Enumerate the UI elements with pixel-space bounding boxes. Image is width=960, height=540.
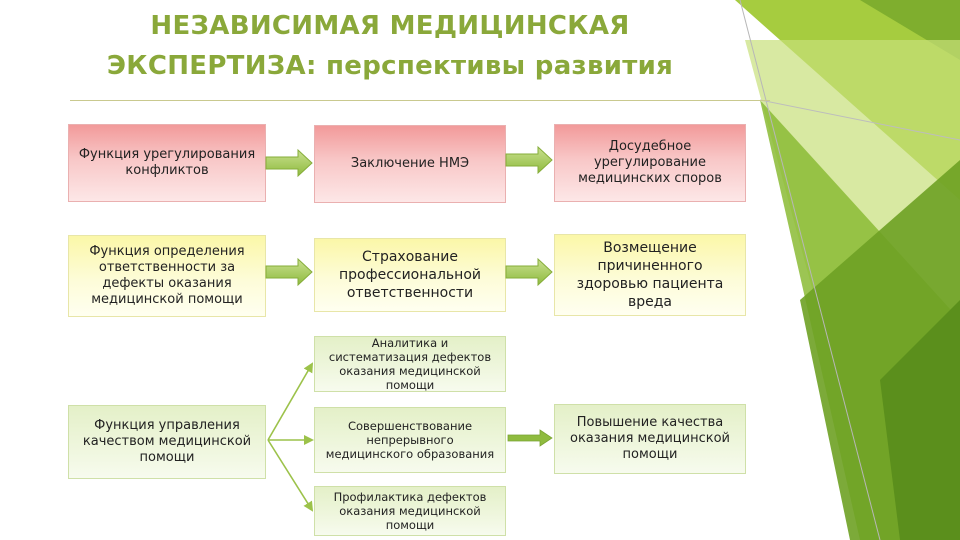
box-continuous-education: Совершенствование непрерывного медицинск… <box>314 407 506 473</box>
box-conflict-function: Функция урегулирования конфликтов <box>68 124 266 202</box>
title-divider <box>70 100 770 101</box>
box-quality-improvement: Повышение качества оказания медицинской … <box>554 404 746 474</box>
box-responsibility-function: Функция определения ответственности за д… <box>68 235 266 317</box>
box-quality-management-function: Функция управления качеством медицинской… <box>68 405 266 479</box>
box-harm-compensation: Возмещение причиненного здоровью пациент… <box>554 234 746 316</box>
box-nme-conclusion: Заключение НМЭ <box>314 125 506 203</box>
box-liability-insurance: Страхование профессиональной ответственн… <box>314 238 506 312</box>
box-pretrial-settlement: Досудебное урегулирование медицинских сп… <box>554 124 746 202</box>
page-title: НЕЗАВИСИМАЯ МЕДИЦИНСКАЯ ЭКСПЕРТИЗА: перс… <box>60 6 720 86</box>
box-defect-analytics: Аналитика и систематизация дефектов оказ… <box>314 336 506 392</box>
box-defect-prevention: Профилактика дефектов оказания медицинск… <box>314 486 506 536</box>
title-line-1: НЕЗАВИСИМАЯ МЕДИЦИНСКАЯ <box>150 11 630 41</box>
title-line-2: ЭКСПЕРТИЗА: перспективы развития <box>106 51 674 81</box>
